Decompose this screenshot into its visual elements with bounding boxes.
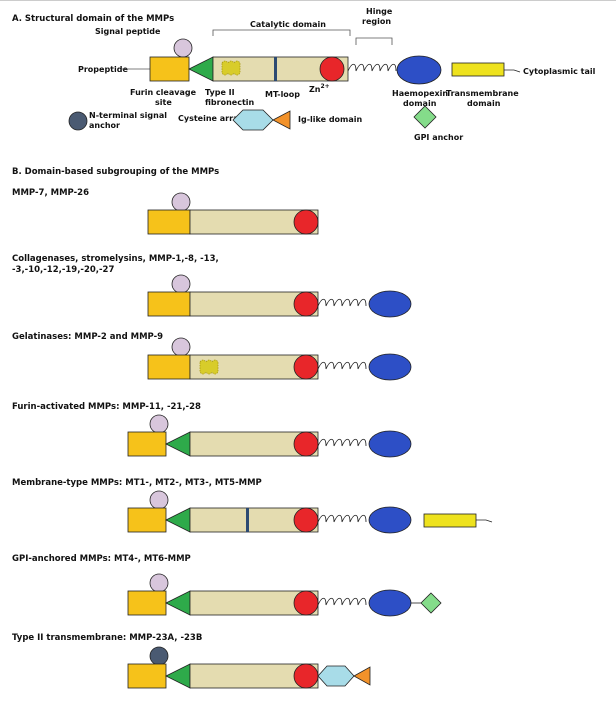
- group-label-2: Collagenases, stromelysins, MMP-1,-8, -1…: [12, 254, 219, 264]
- zinc-site-shape: [319, 56, 345, 82]
- propeptide-shape: [147, 291, 191, 317]
- group-label-2b: -3,-10,-12,-19,-20,-27: [12, 265, 114, 275]
- fibronectin-shape: [221, 60, 241, 76]
- group-4-structure: [127, 414, 412, 458]
- type2-label-2: fibronectin: [205, 98, 255, 107]
- furin-cleavage-shape: [188, 56, 214, 82]
- fibronectin-shape: [199, 359, 219, 375]
- transmembrane-label-2: domain: [467, 99, 501, 108]
- haemopexin-shape: [368, 430, 412, 458]
- hinge-region-shape: [317, 514, 367, 523]
- section-b-title: B. Domain-based subgrouping of the MMPs: [12, 167, 219, 177]
- cysteine-shape: [232, 109, 274, 131]
- catalytic-bracket: [212, 29, 351, 36]
- signal-peptide-shape: [149, 573, 169, 593]
- mt-loop-shape: [274, 57, 277, 81]
- cytoplasmic-tail-shape: [476, 519, 493, 523]
- hinge-region-shape: [317, 597, 367, 606]
- top-border: [0, 0, 616, 1]
- hinge-region-shape: [317, 438, 367, 447]
- group-label-4: Furin-activated MMPs: MMP-11, -21,-28: [12, 402, 201, 412]
- propeptide-shape: [149, 56, 190, 82]
- haemopexin-shape: [368, 589, 412, 617]
- iglike-shape: [353, 666, 371, 686]
- propeptide-label: Propeptide: [78, 65, 128, 74]
- group-3-structure: [147, 337, 412, 381]
- cytoplasmic-tail-label: Cytoplasmic tail: [523, 67, 596, 76]
- propeptide-shape: [127, 590, 167, 616]
- propeptide-shape: [127, 663, 167, 689]
- furin-label-2: site: [155, 98, 172, 107]
- furin-label-1: Furin cleavage: [130, 88, 197, 97]
- hinge-region-shape: [317, 298, 367, 307]
- iglike-shape: [272, 110, 291, 130]
- zinc-site-shape: [293, 507, 319, 533]
- zinc-site-shape: [293, 291, 319, 317]
- cysteine-label: Cysteine array: [178, 114, 244, 123]
- haemopexin-shape: [368, 290, 412, 318]
- signal-peptide-shape: [171, 337, 191, 357]
- mt-loop-label: MT-loop: [265, 90, 300, 99]
- haemopexin-label-2: domain: [403, 99, 437, 108]
- transmembrane-label-1: Transmembrane: [446, 89, 519, 98]
- haemopexin-shape: [396, 55, 442, 85]
- signal-peptide-shape: [149, 414, 169, 434]
- furin-cleavage-shape: [165, 431, 191, 457]
- hinge-label-1: Hinge: [366, 7, 393, 16]
- zinc-site-shape: [293, 590, 319, 616]
- group-label-6: GPI-anchored MMPs: MT4-, MT6-MMP: [12, 554, 191, 564]
- transmembrane-shape: [451, 62, 505, 77]
- haemopexin-label-1: Haemopexin: [392, 89, 448, 98]
- propeptide-shape: [147, 209, 191, 235]
- gpi-anchor-label: GPI anchor: [414, 133, 463, 142]
- nterm-anchor-shape: [68, 111, 88, 131]
- mt-loop-shape: [246, 508, 249, 532]
- hinge-region-shape: [317, 361, 367, 370]
- group-6-structure: [127, 573, 442, 617]
- signal-peptide-label: Signal peptide: [95, 27, 161, 36]
- gpi-anchor-shape: [413, 105, 437, 129]
- transmembrane-shape: [423, 513, 477, 528]
- propeptide-shape: [127, 507, 167, 533]
- cytoplasmic-tail-shape: [504, 69, 521, 73]
- group-5-structure: [127, 490, 493, 534]
- hinge-label-2: region: [362, 17, 391, 26]
- hinge-region-shape: [347, 63, 397, 72]
- type2-label-1: Type II: [205, 88, 235, 97]
- iglike-label: Ig-like domain: [298, 115, 363, 124]
- catalytic-domain-label: Catalytic domain: [250, 20, 326, 29]
- zinc-site-shape: [293, 663, 319, 689]
- furin-cleavage-shape: [165, 590, 191, 616]
- propeptide-shape: [147, 354, 191, 380]
- group-label-1: MMP-7, MMP-26: [12, 188, 89, 198]
- nterm-anchor-shape: [149, 646, 169, 666]
- gpi-anchor-shape: [420, 592, 442, 614]
- group-label-5: Membrane-type MMPs: MT1-, MT2-, MT3-, MT…: [12, 478, 262, 488]
- group-1-structure: [147, 192, 319, 235]
- cysteine-shape: [317, 665, 355, 687]
- nterm-label-2: anchor: [89, 121, 120, 130]
- signal-peptide-shape: [171, 274, 191, 294]
- haemopexin-shape: [368, 506, 412, 534]
- nterm-label-1: N-terminal signal: [89, 111, 167, 120]
- zinc-site-shape: [293, 354, 319, 380]
- zinc-site-shape: [293, 431, 319, 457]
- group-label-7: Type II transmembrane: MMP-23A, -23B: [12, 633, 202, 643]
- group-2-structure: [147, 274, 412, 318]
- group-label-3: Gelatinases: MMP-2 and MMP-9: [12, 332, 163, 342]
- signal-peptide-shape: [173, 38, 193, 58]
- signal-peptide-shape: [171, 192, 191, 212]
- signal-peptide-shape: [149, 490, 169, 510]
- zinc-site-shape: [293, 209, 319, 235]
- section-a-title: A. Structural domain of the MMPs: [12, 14, 174, 24]
- group-7-structure: [127, 646, 371, 689]
- zn-label: Zn2+: [309, 83, 330, 94]
- propeptide-shape: [127, 431, 167, 457]
- hinge-bracket: [355, 37, 393, 45]
- furin-cleavage-shape: [165, 663, 191, 689]
- furin-cleavage-shape: [165, 507, 191, 533]
- haemopexin-shape: [368, 353, 412, 381]
